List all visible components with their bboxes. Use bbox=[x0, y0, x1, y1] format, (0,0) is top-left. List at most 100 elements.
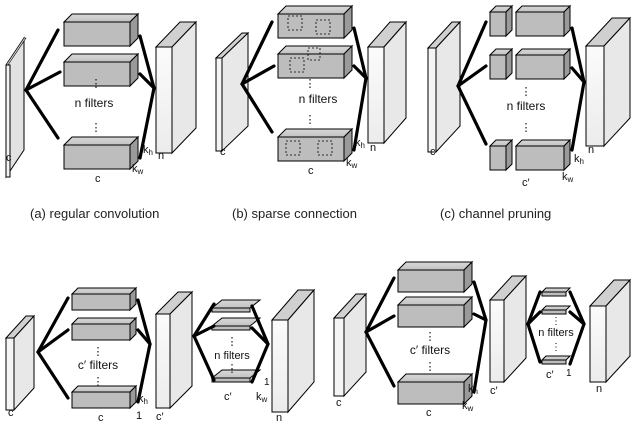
panel-b-depth-label: c bbox=[308, 165, 314, 177]
panel-a-depth-label: c bbox=[95, 173, 101, 185]
panel-e-thin-filter-1 bbox=[540, 287, 572, 297]
panel-c-input-slab bbox=[426, 20, 462, 154]
panel-d-filters2-label: n filters bbox=[214, 350, 250, 362]
panel-d-depth-label: c bbox=[98, 412, 104, 424]
panel-b-input-slab bbox=[214, 31, 250, 153]
panel-e-thin-filter-n bbox=[540, 355, 572, 365]
panel-a-kh-label: kh bbox=[143, 144, 153, 157]
panel-b-kw-label: kw bbox=[346, 157, 358, 170]
panel-d-arrows-second bbox=[192, 302, 270, 384]
panel-e-filter-box-2 bbox=[396, 295, 474, 329]
panel-c-kw-label: kw bbox=[562, 171, 574, 184]
panel-e-dots-top: ⋮ bbox=[425, 331, 436, 343]
panel-e-decomposition: c′ filters ⋮ ⋮ c c kh kw c′ n filters ⋮ … bbox=[332, 260, 632, 419]
panel-d-filter-box-2 bbox=[70, 316, 138, 342]
panel-a-kw-label: kw bbox=[132, 163, 144, 176]
panel-d-output-slab bbox=[270, 288, 316, 414]
panel-d-filter-box-n bbox=[70, 384, 138, 410]
panel-c-input-label: c bbox=[430, 146, 436, 158]
panel-b-output-slab bbox=[366, 20, 408, 145]
panel-c-filter-box-n bbox=[488, 138, 572, 172]
panel-c-depth-label: c′ bbox=[522, 177, 530, 189]
panel-e-dots2-bottom: ⋮ bbox=[551, 342, 561, 353]
panel-d-input-slab bbox=[4, 314, 36, 412]
panel-a-dots-top: ⋮ bbox=[91, 78, 102, 90]
panel-d-dots-bottom: ⋮ bbox=[93, 376, 104, 388]
panel-c-kh-label: kh bbox=[574, 153, 584, 166]
panel-a-output-slab bbox=[154, 20, 198, 155]
panel-e-output-label: n bbox=[596, 383, 602, 395]
panel-e-filters-label: c′ filters bbox=[410, 343, 450, 357]
panel-e-depth2-label: c′ bbox=[546, 369, 554, 381]
panel-d-filters-label: c′ filters bbox=[78, 358, 118, 372]
panel-a-output-label: n bbox=[158, 150, 164, 162]
panel-d-one-label: 1 bbox=[136, 410, 142, 422]
panel-c-dots-top: ⋮ bbox=[521, 86, 532, 98]
panel-c-output-slab bbox=[584, 16, 632, 148]
panel-c-filters-label: n filters bbox=[507, 99, 546, 113]
panel-a-regular-convolution: n filters ⋮ ⋮ c c kh kw n (a) regular co… bbox=[5, 12, 198, 221]
panel-b-dots-bottom: ⋮ bbox=[305, 114, 316, 126]
panel-d-input-label: c bbox=[8, 407, 14, 419]
panel-e-one-label: 1 bbox=[566, 368, 572, 379]
panel-b-caption: (b) sparse connection bbox=[232, 206, 357, 221]
panel-d-mid-slab bbox=[154, 290, 194, 410]
panel-d-kh-label: kh bbox=[138, 393, 148, 406]
panel-b-filter-box-1 bbox=[276, 4, 354, 40]
panel-e-dots-bottom: ⋮ bbox=[425, 361, 436, 373]
panel-e-input-label: c bbox=[336, 397, 342, 409]
panel-d-thin-filter-1 bbox=[210, 299, 262, 313]
panel-d-one2-label: 1 bbox=[264, 377, 270, 388]
panel-e-mid-label: c′ bbox=[490, 385, 498, 397]
panel-b-filters-label: n filters bbox=[299, 92, 338, 106]
panel-a-filter-box-2 bbox=[62, 52, 140, 88]
panel-c-arrows bbox=[456, 20, 586, 152]
panel-a-input-slab bbox=[5, 36, 27, 179]
panel-a-filter-box-1 bbox=[62, 12, 140, 48]
panel-c-filter-box-2 bbox=[488, 47, 572, 81]
panel-a-filter-box-n bbox=[62, 135, 140, 171]
panel-d-mid-label: c′ bbox=[156, 411, 164, 423]
panel-c-caption: (c) channel pruning bbox=[440, 206, 551, 221]
panel-b-dots-top: ⋮ bbox=[305, 78, 316, 90]
panel-d-kw-label: kw bbox=[256, 391, 268, 404]
panel-e-filter-box-n bbox=[396, 372, 474, 406]
panel-e-kh-label: kh bbox=[468, 383, 478, 396]
panel-d-arrows-first bbox=[36, 296, 152, 404]
panel-c-output-label: n bbox=[588, 144, 594, 156]
panel-c-filter-box-1 bbox=[488, 4, 572, 38]
panel-a-filters-label: n filters bbox=[75, 96, 114, 110]
panel-d-depth2-label: c′ bbox=[224, 391, 232, 403]
panel-d-thin-filter-n bbox=[210, 369, 262, 383]
panel-e-thin-filter-2 bbox=[540, 305, 572, 315]
panel-a-arrows bbox=[24, 28, 156, 160]
panel-e-arrows-second bbox=[526, 290, 586, 366]
panel-e-dots2-top: ⋮ bbox=[551, 316, 561, 327]
panel-e-arrows-first bbox=[364, 276, 488, 394]
panel-e-filters2-label: n filters bbox=[538, 327, 574, 339]
panel-b-arrows bbox=[240, 20, 368, 152]
panel-d-dots-top: ⋮ bbox=[93, 346, 104, 358]
panel-b-filter-box-n bbox=[276, 127, 354, 163]
panel-d-filter-box-1 bbox=[70, 286, 138, 312]
panel-b-filter-box-2 bbox=[276, 44, 354, 80]
panel-e-kw-label: kw bbox=[462, 400, 474, 413]
panel-e-input-slab bbox=[332, 292, 368, 398]
panel-c-dots-bottom: ⋮ bbox=[521, 122, 532, 134]
panel-b-kh-label: kh bbox=[355, 137, 365, 150]
panel-d-output-label: n bbox=[276, 412, 282, 424]
panel-b-sparse-connection: n filters ⋮ ⋮ c c kh kw n (b) sparse con… bbox=[214, 4, 408, 221]
panel-c-channel-pruning: n filters ⋮ ⋮ c c′ kh kw n (c) channel p… bbox=[426, 4, 632, 221]
panel-e-mid-slab bbox=[488, 274, 528, 384]
panel-d-decomposition: c′ filters ⋮ ⋮ c c kh 1 c′ n filters ⋮ ⋮… bbox=[4, 286, 316, 424]
panel-e-filter-box-1 bbox=[396, 260, 474, 294]
panel-d-dots2-bottom: ⋮ bbox=[227, 363, 238, 375]
panel-e-depth-label: c bbox=[426, 407, 432, 419]
panel-b-input-label: c bbox=[220, 146, 226, 158]
panel-d-dots2-top: ⋮ bbox=[227, 336, 238, 348]
panel-b-output-label: n bbox=[370, 142, 376, 154]
panel-a-input-label: c bbox=[6, 152, 12, 164]
panel-e-output-slab bbox=[588, 278, 632, 384]
